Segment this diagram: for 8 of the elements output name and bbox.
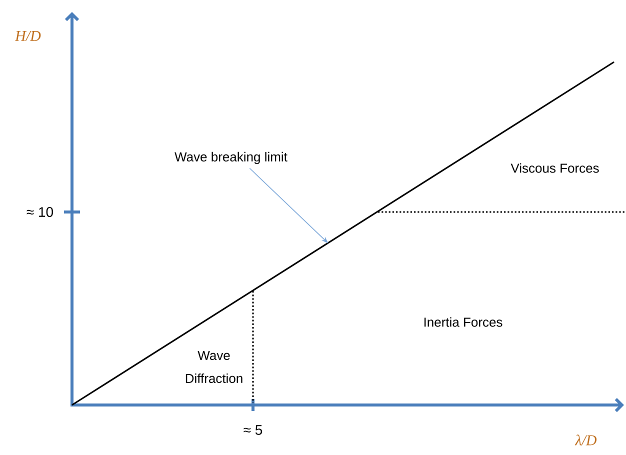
tick-label: ≈ 10 (26, 207, 54, 217)
region-label: Viscous Forces (510, 163, 599, 173)
breaking-limit-line (72, 61, 614, 406)
region-label: Inertia Forces (424, 317, 502, 327)
region-label: Wave Diffraction (186, 350, 242, 384)
axis-label: λ/D (574, 434, 597, 446)
tick-label: ≈ 5 (244, 425, 262, 435)
axis-label: H/D (14, 31, 41, 41)
